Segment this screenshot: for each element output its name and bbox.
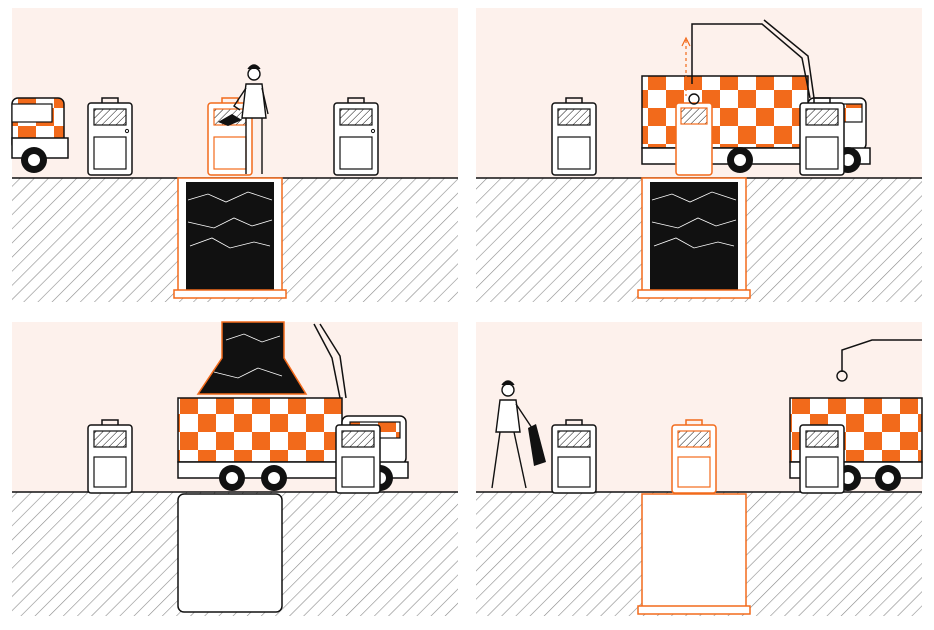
- underground-container-full: [637, 177, 751, 299]
- panel-2: [476, 8, 922, 302]
- returned-bin: [671, 419, 717, 494]
- crane-arm: [691, 19, 815, 99]
- underground-bin-inlet: [207, 97, 253, 176]
- person: [233, 64, 269, 174]
- panel-4: [476, 322, 923, 616]
- underground-container-empty: [637, 493, 751, 615]
- waste-bin: [335, 424, 381, 494]
- lifted-bin: [675, 93, 713, 176]
- waste-bin: [551, 97, 597, 176]
- waste-bin: [87, 97, 133, 176]
- waste-bin: [87, 419, 133, 494]
- underground-container-full: [173, 177, 287, 299]
- truck-cab-partial: [11, 97, 69, 173]
- panel-1: [11, 8, 458, 302]
- underground-pit-empty: [177, 493, 283, 613]
- waste-bin: [333, 97, 379, 176]
- waste-bin: [799, 97, 845, 176]
- waste-bin: [551, 419, 597, 494]
- panel-3: [12, 321, 458, 616]
- emptying-container: [196, 321, 308, 395]
- waste-bag: [218, 114, 242, 126]
- person-walking: [491, 380, 533, 489]
- waste-bag: [528, 424, 546, 466]
- waste-bin: [799, 424, 845, 494]
